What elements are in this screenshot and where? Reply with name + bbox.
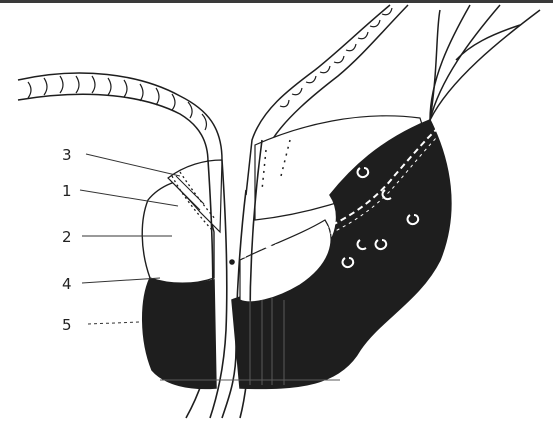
top-frame-border bbox=[0, 0, 553, 3]
leader-line-3 bbox=[86, 154, 180, 176]
label-3: 3 bbox=[62, 146, 72, 164]
left-wall bbox=[18, 73, 222, 162]
label-5: 5 bbox=[62, 316, 72, 334]
label-4: 4 bbox=[62, 275, 72, 293]
center-point bbox=[229, 259, 235, 265]
label-2: 2 bbox=[62, 228, 72, 246]
label-1: 1 bbox=[62, 182, 72, 200]
leader-line-5 bbox=[88, 322, 140, 324]
